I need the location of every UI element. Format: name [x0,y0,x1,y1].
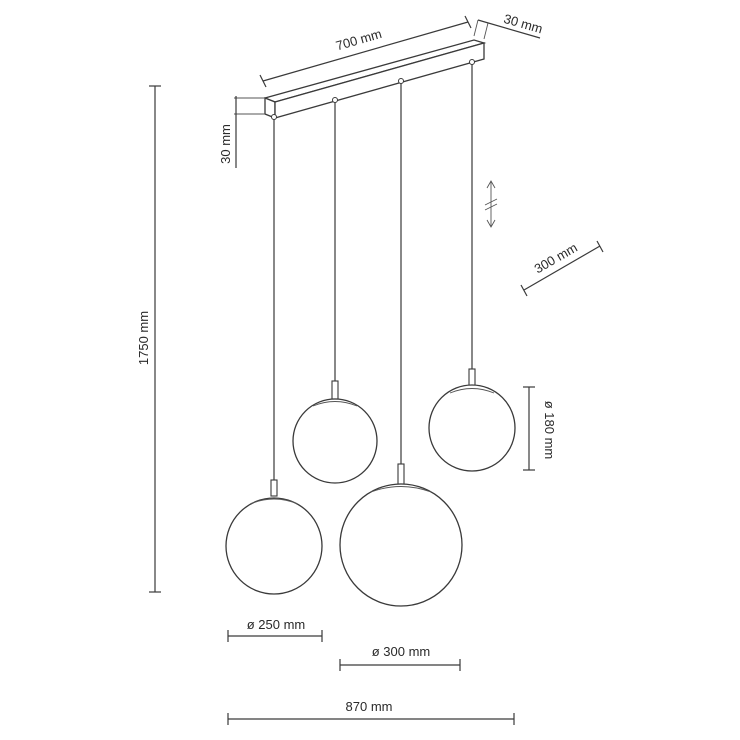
total-height-label: 1750 mm [136,311,151,365]
globe-small-right-shape [428,384,516,472]
globe-medium-250 [225,479,323,595]
globe-small-right [428,368,516,472]
globe-small-left [292,380,378,484]
globe-large [339,483,463,607]
globe-medium-label: ø 250 mm [247,617,306,632]
adjustable-length-icon [484,180,498,228]
dimension-total-width: 870 mm [227,699,515,725]
cord-mount-4 [469,59,475,65]
cord-adjust-label: 300 mm [532,240,580,276]
bar-length-label: 700 mm [334,26,383,53]
globe-medium [225,497,323,595]
total-width-label: 870 mm [346,699,393,714]
globe-small-label: ø 180 mm [542,401,557,460]
cord-mount-1 [271,114,277,120]
globe-cap [312,401,358,407]
globe-large-label: ø 300 mm [372,644,431,659]
globe-small-left-shape [292,398,378,484]
socket [331,380,339,400]
cord-mount-3 [398,78,404,84]
globe-cap [370,486,432,493]
dimension-cord-adjust: 300 mm [520,240,604,297]
globe-cap [249,498,299,505]
dimension-globe-small: ø 180 mm [523,386,557,471]
ceiling-bar [262,39,487,120]
dimension-bar-height: 30 mm [218,96,265,168]
dimension-globe-large: ø 300 mm [339,644,461,671]
dimension-bar-depth: 30 mm [473,11,544,40]
dimension-total-height: 1750 mm [136,85,161,593]
globe-large-300 [339,463,463,607]
dimension-globe-medium: ø 250 mm [227,617,323,642]
globe-cap [449,388,495,394]
cord-mount-2 [332,97,338,103]
socket [270,479,278,497]
socket [468,368,476,387]
cords [273,64,473,480]
bar-height-label: 30 mm [218,124,233,164]
ceiling-bar-side [274,42,485,119]
socket [397,463,405,485]
